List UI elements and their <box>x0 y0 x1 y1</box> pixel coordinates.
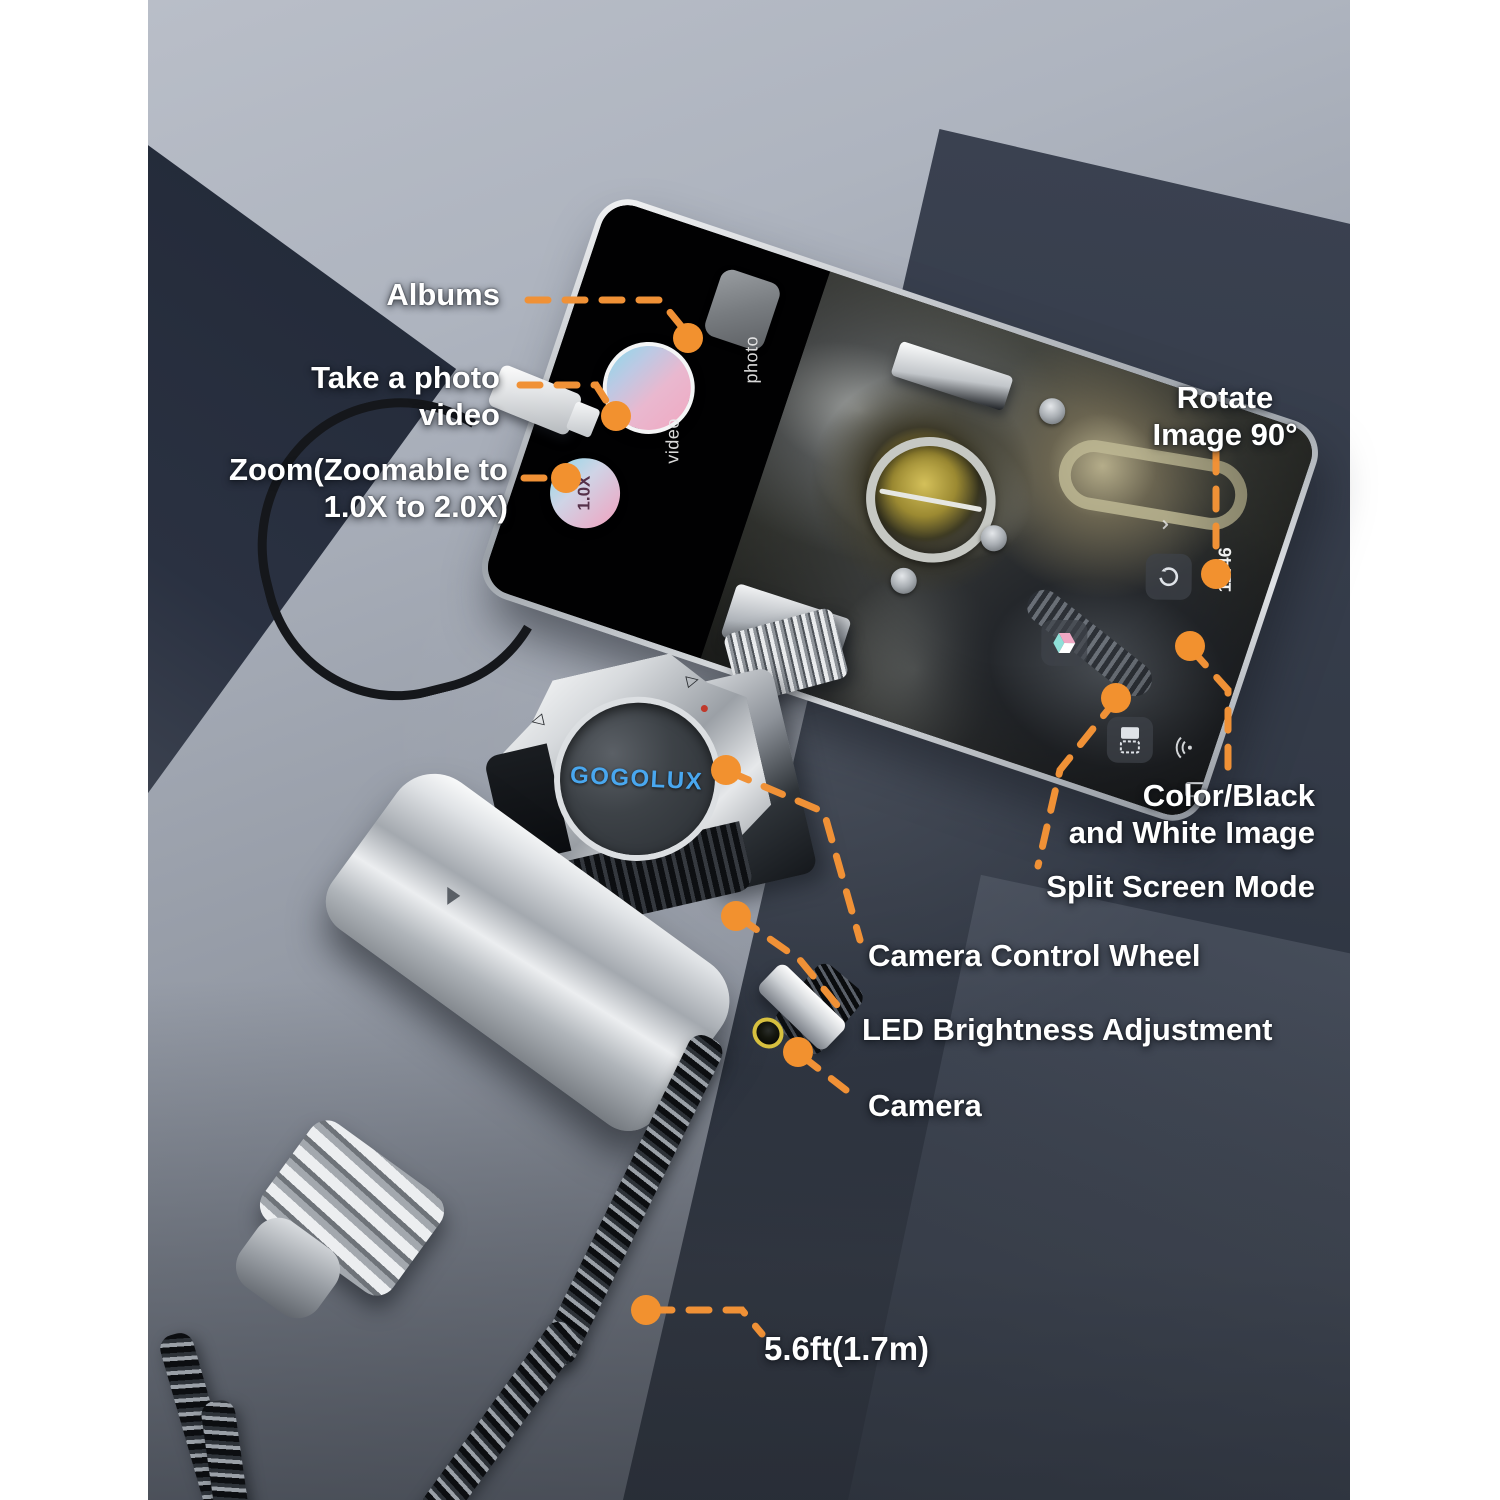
label-camera: Camera <box>868 1088 982 1123</box>
label-zoom: Zoom(Zoomable to 1.0X to 2.0X) <box>229 452 508 524</box>
label-cable-length: 5.6ft(1.7m) <box>764 1330 930 1367</box>
phone-screen[interactable]: 1.0X photo video ⌄ 11:46 <box>480 197 1320 823</box>
brand-logo: GOGOLUX <box>569 761 705 796</box>
status-time: 11:46 <box>1214 547 1236 593</box>
label-take-photo-video: Take a photo video <box>311 360 500 432</box>
chevron-icon[interactable]: ⌄ <box>1148 515 1174 535</box>
handle-direction-marker <box>447 887 461 906</box>
split-screen-icon[interactable] <box>1106 717 1154 764</box>
label-split-screen: Split Screen Mode <box>1046 869 1315 904</box>
label-camera-control-wheel: Camera Control Wheel <box>868 938 1201 973</box>
label-rotate-image: Rotate Image 90° <box>1152 380 1298 452</box>
label-led-brightness: LED Brightness Adjustment <box>862 1012 1273 1047</box>
zoom-level-icon[interactable]: 1.0X <box>540 448 630 538</box>
mode-photo-label[interactable]: photo <box>741 335 762 384</box>
label-color-bw: Color/Black and White Image <box>1068 778 1315 850</box>
color-black-white-cube-icon[interactable] <box>1040 619 1088 667</box>
mode-video-label[interactable]: video <box>661 417 683 464</box>
shutter-button-icon[interactable] <box>590 330 707 447</box>
smartphone: 1.0X photo video ⌄ 11:46 <box>473 190 1327 830</box>
rotate-image-icon[interactable] <box>1145 553 1193 601</box>
label-albums: Albums <box>386 277 500 312</box>
wifi-icon <box>1174 736 1199 760</box>
zoom-level-value: 1.0X <box>574 475 595 511</box>
